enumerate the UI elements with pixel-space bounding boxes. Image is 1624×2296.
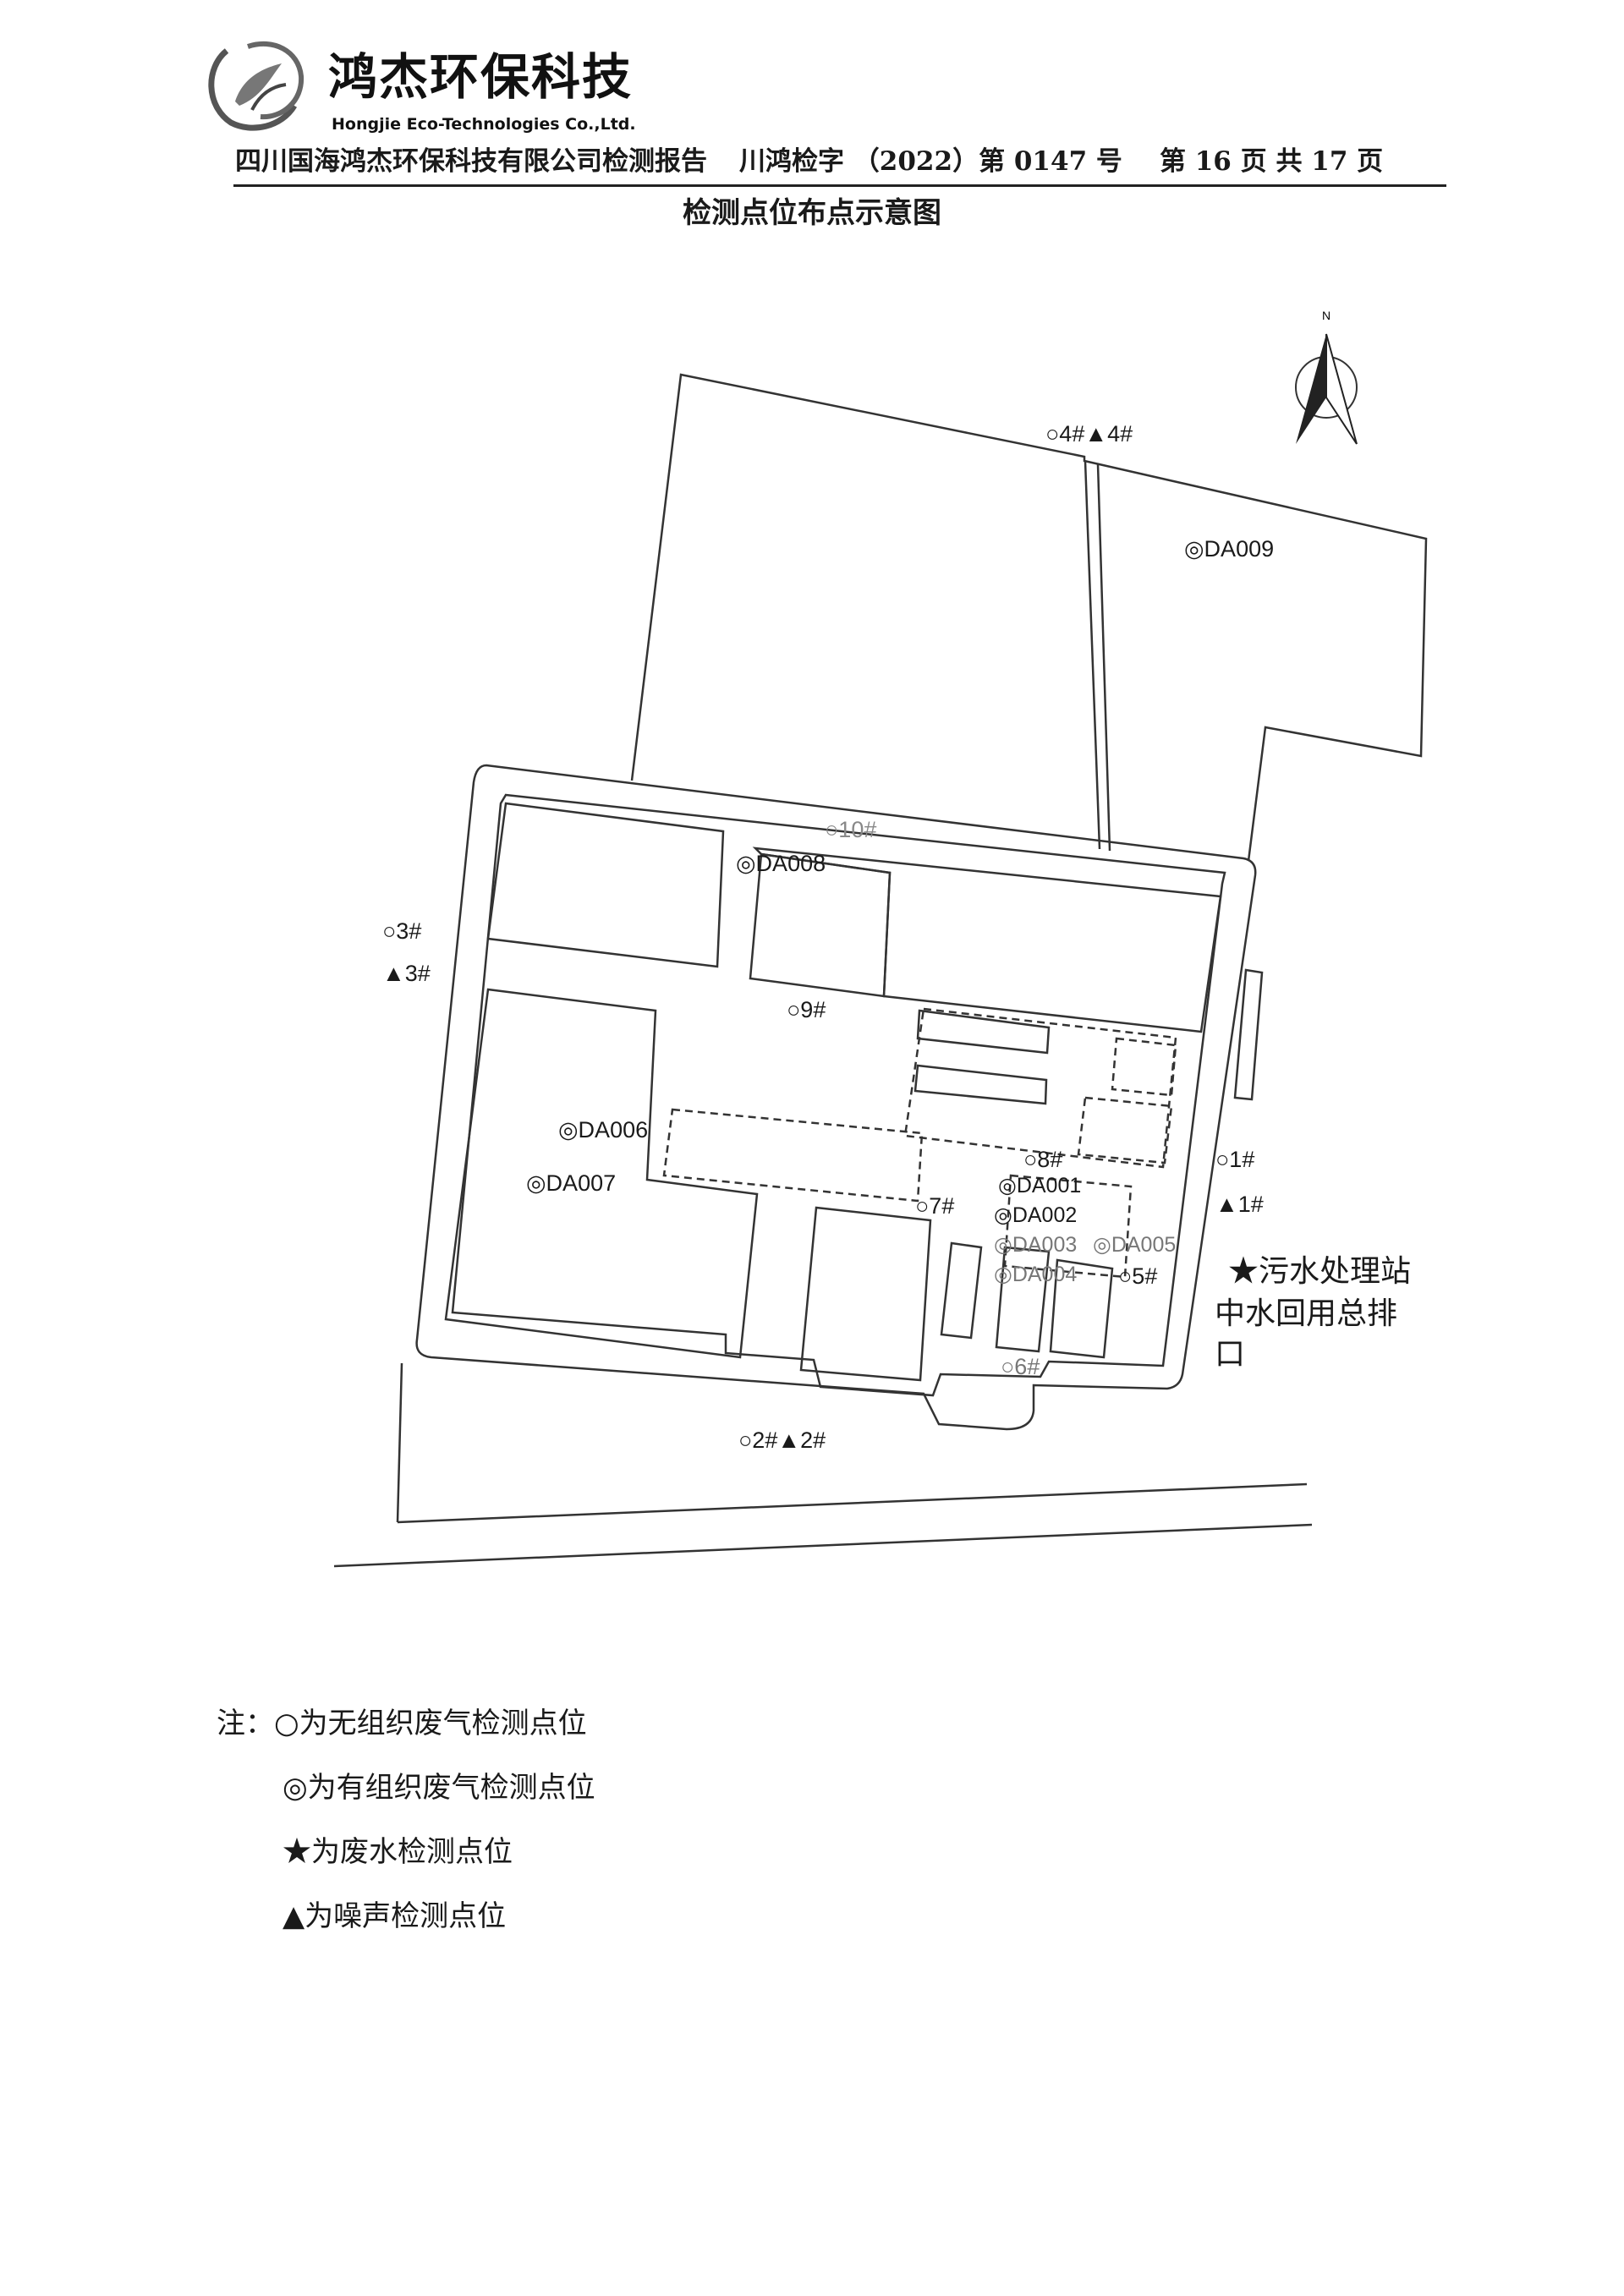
wastewater-label-line1: ★污水处理站 — [1228, 1254, 1411, 1289]
dashed-zone-1 — [903, 1007, 1177, 1169]
page-info: 第 16 页 共 17 页 — [1159, 146, 1384, 177]
legend-item: ○为无组织废气检测点位 — [274, 1707, 587, 1740]
noise-point-1: ▲1# — [1215, 1192, 1264, 1217]
dashed-zone-4 — [662, 1108, 924, 1203]
structure-d — [995, 1246, 1051, 1353]
company-name: 四川国海鸿杰环保科技有限公司检测报告 — [235, 146, 707, 177]
point-9: ○9# — [787, 997, 826, 1022]
point-da008: ◎DA008 — [736, 851, 826, 876]
dashed-zone-2 — [1111, 1037, 1177, 1097]
road-line — [396, 1362, 403, 1523]
building-nw — [486, 802, 725, 968]
north-label: N — [1322, 309, 1330, 322]
structure-e — [1049, 1258, 1114, 1359]
upper-parcel-boundary — [630, 373, 1428, 862]
legend-note-label: 注： — [217, 1707, 274, 1740]
legend-row: 注：○为无组织废气检测点位 — [217, 1691, 595, 1756]
report-number: 川鸿检字 （2022）第 0147 号 — [739, 146, 1122, 177]
point-8: ○8# — [1023, 1147, 1062, 1172]
point-da009: ◎DA009 — [1184, 536, 1274, 562]
road-line — [333, 1523, 1313, 1568]
structure-c — [940, 1241, 983, 1340]
building-south-mid — [799, 1206, 932, 1382]
company-logo — [208, 41, 304, 131]
point-da002: ◎DA002 — [994, 1203, 1077, 1227]
legend-item: ★为废水检测点位 — [283, 1835, 513, 1869]
point-da006: ◎DA006 — [558, 1117, 648, 1143]
page-title: 检测点位布点示意图 — [683, 196, 941, 230]
point-5: ○5# — [1118, 1263, 1157, 1289]
building-east-strip — [1233, 968, 1264, 1101]
building-ne — [752, 847, 1222, 1033]
road-line — [397, 1482, 1308, 1524]
legend-item: ◎为有组织废气检测点位 — [283, 1771, 595, 1805]
road-line — [1084, 460, 1101, 850]
point-3: ○3# — [382, 918, 421, 944]
north-arrow-icon: N — [1295, 309, 1358, 445]
point-da005: ◎DA005 — [1093, 1233, 1176, 1257]
point-6: ○6# — [1001, 1354, 1040, 1379]
brand-name-en: Hongjie Eco-Technologies Co.,Ltd. — [332, 115, 636, 134]
wastewater-label-line2: 中水回用总排 — [1215, 1296, 1397, 1331]
dashed-zone-5 — [1003, 1174, 1133, 1279]
noise-point-3: ▲3# — [382, 961, 431, 986]
wastewater-label-line3: 口 — [1215, 1337, 1245, 1372]
point-da004: ◎DA004 — [994, 1263, 1077, 1286]
factory-outer-wall — [415, 764, 1257, 1431]
structure-a — [916, 1009, 1051, 1055]
point-4: ○4#▲4# — [1045, 421, 1133, 447]
dashed-zone-3 — [1077, 1096, 1173, 1164]
road-line — [1096, 463, 1111, 852]
structure-b — [914, 1064, 1048, 1105]
point-2: ○2#▲2# — [738, 1427, 826, 1453]
point-10: ○10# — [825, 817, 876, 842]
point-da007: ◎DA007 — [526, 1170, 616, 1196]
legend-item: ▲为噪声检测点位 — [283, 1899, 507, 1933]
point-1: ○1# — [1215, 1147, 1254, 1172]
header-divider — [233, 184, 1446, 187]
brand-name-cn: 鸿杰环保科技 — [328, 48, 634, 106]
point-7: ○7# — [915, 1193, 954, 1219]
building-west-large — [444, 988, 759, 1359]
factory-inner-wall — [451, 793, 1226, 1397]
point-da003: ◎DA003 — [994, 1233, 1077, 1257]
report-header: 四川国海鸿杰环保科技有限公司检测报告 川鸿检字 （2022）第 0147 号 第 1… — [235, 149, 1445, 175]
point-da001: ◎DA001 — [998, 1174, 1081, 1197]
legend: 注：○为无组织废气检测点位 ◎为有组织废气检测点位 ★为废水检测点位 ▲为噪声检… — [217, 1691, 595, 1948]
